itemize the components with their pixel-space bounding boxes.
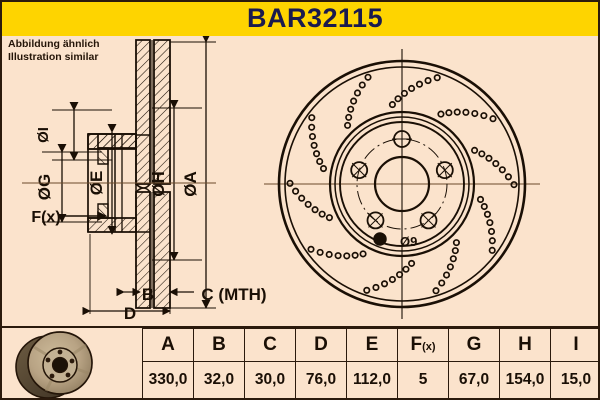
table-value-row: 330,0 32,0 30,0 76,0 112,0 5 67,0 154,0 … bbox=[2, 361, 598, 398]
hole-diameter-label: Ø9 bbox=[400, 234, 417, 249]
header-bar bbox=[2, 2, 598, 36]
table-header-I: I bbox=[550, 328, 598, 362]
table-header-D: D bbox=[295, 328, 347, 362]
specification-table: A B C D E F(x) G H I 330,0 32,0 30,0 76,… bbox=[2, 326, 598, 398]
table-value-H: 154,0 bbox=[499, 361, 551, 398]
table-header-H: H bbox=[499, 328, 551, 362]
table-value-B: 32,0 bbox=[193, 361, 245, 398]
dim-label-D: D bbox=[124, 304, 136, 323]
table-header-row: A B C D E F(x) G H I bbox=[2, 328, 598, 398]
dim-label-B: B bbox=[142, 285, 154, 304]
dim-label-Fx: F(x) bbox=[31, 209, 60, 226]
table-header-C: C bbox=[244, 328, 296, 362]
fx-main: F bbox=[410, 334, 423, 355]
brake-disc-face-view: Ø9 bbox=[264, 49, 540, 319]
table-header-E: E bbox=[346, 328, 398, 362]
dim-label-H: ØH bbox=[149, 171, 168, 197]
table-header-A: A bbox=[142, 328, 194, 362]
drilled-holes bbox=[286, 73, 518, 295]
table-header-G: G bbox=[448, 328, 500, 362]
table-header-Fx: F(x) bbox=[397, 328, 449, 362]
fx-sub: (x) bbox=[422, 341, 436, 353]
dim-label-I: ØI bbox=[35, 127, 52, 143]
brake-disc-product-photo bbox=[2, 329, 142, 398]
brake-disc-cross-section: ØI ØG ØE ØH ØA F(x) bbox=[22, 36, 267, 323]
illustration-note-en: Illustration similar bbox=[8, 50, 99, 63]
dim-label-G: ØG bbox=[35, 174, 54, 200]
dim-label-A: ØA bbox=[181, 171, 200, 197]
page-title: BAR32115 bbox=[247, 3, 384, 33]
table-value-I: 15,0 bbox=[550, 361, 598, 398]
table-value-C: 30,0 bbox=[244, 361, 296, 398]
illustration-note-de: Abbildung ähnlich bbox=[8, 38, 100, 50]
dim-label-C: C (MTH) bbox=[201, 285, 266, 304]
bolt-holes bbox=[350, 129, 454, 230]
table-value-E: 112,0 bbox=[346, 361, 398, 398]
product-thumbnail-cell bbox=[2, 328, 143, 398]
table-header-B: B bbox=[193, 328, 245, 362]
technical-drawing: ØI ØG ØE ØH ØA F(x) bbox=[22, 36, 540, 323]
table-value-D: 76,0 bbox=[295, 361, 347, 398]
table-value-G: 67,0 bbox=[448, 361, 500, 398]
table-value-A: 330,0 bbox=[142, 361, 194, 398]
hole-diameter-callout: Ø9 bbox=[373, 232, 417, 249]
table-value-Fx: 5 bbox=[397, 361, 449, 398]
